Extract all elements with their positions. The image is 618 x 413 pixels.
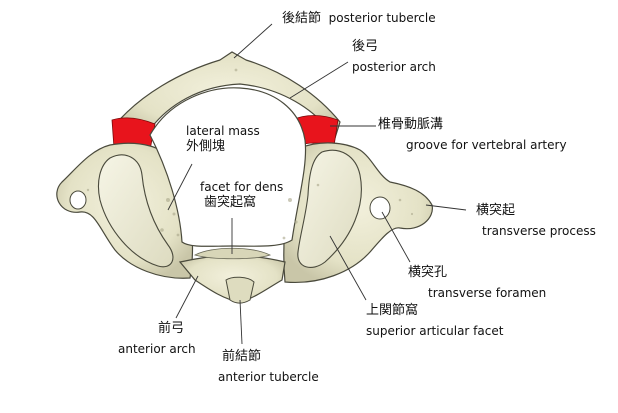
- label-lateral-mass-ja: 外側塊: [186, 139, 226, 154]
- label-anterior-arch-en: anterior arch: [118, 342, 196, 356]
- leader-lines: [167, 23, 467, 345]
- label-anterior-tubercle-ja: 前結節: [222, 349, 262, 364]
- right-superior-articular-facet: [297, 149, 362, 268]
- label-groove-vertebral-artery: 椎骨動脈溝 groove for vertebral artery: [378, 117, 567, 153]
- leader-anterior-tubercle: [239, 299, 243, 345]
- leader-posterior-arch: [289, 61, 349, 99]
- label-groove-en: groove for vertebral artery: [406, 138, 567, 152]
- label-facet-for-dens-ja: 歯突起窩: [204, 195, 257, 210]
- vertebral-foramen: [149, 87, 307, 247]
- label-posterior-tubercle-ja: 後結節: [282, 11, 322, 26]
- label-transverse-foramen-ja: 横突孔: [408, 265, 448, 280]
- leader-lateral-mass: [167, 163, 193, 211]
- label-posterior-arch-en: posterior arch: [352, 60, 436, 74]
- label-transverse-foramen-en: transverse foramen: [428, 286, 547, 300]
- label-transverse-process-en: transverse process: [482, 224, 596, 238]
- label-posterior-tubercle-en: posterior tubercle: [328, 11, 436, 25]
- label-groove-ja: 椎骨動脈溝: [378, 117, 444, 132]
- label-anterior-arch-ja: 前弓: [158, 321, 185, 336]
- label-transverse-foramen: 横突孔 transverse foramen: [408, 265, 547, 301]
- leader-superior-articular-facet: [329, 235, 367, 301]
- right-transverse-foramen: [369, 196, 391, 220]
- label-posterior-arch: 後弓 posterior arch: [352, 39, 436, 75]
- leader-transverse-foramen: [381, 211, 411, 263]
- leader-posterior-tubercle: [233, 23, 273, 59]
- label-posterior-tubercle: 後結節 posterior tubercle: [282, 11, 436, 26]
- label-lateral-mass-en: lateral mass: [186, 124, 260, 138]
- anterior-tubercle-shape: [225, 276, 255, 304]
- leader-anterior-arch: [175, 275, 199, 319]
- label-superior-articular-facet-ja: 上関節窩: [366, 303, 419, 318]
- label-anterior-tubercle: 前結節 anterior tubercle: [218, 349, 319, 385]
- label-transverse-process-ja: 横突起: [476, 203, 516, 218]
- facet-for-dens-shape: [193, 247, 272, 260]
- label-facet-for-dens-en: facet for dens: [200, 180, 284, 194]
- left-transverse-foramen: [69, 190, 87, 210]
- leader-transverse-process: [425, 204, 467, 211]
- label-transverse-process: 横突起 transverse process: [476, 203, 596, 239]
- label-superior-articular-facet-en: superior articular facet: [366, 324, 504, 338]
- label-facet-for-dens: facet for dens 歯突起窩: [200, 180, 283, 210]
- label-posterior-arch-ja: 後弓: [352, 39, 379, 54]
- label-lateral-mass: lateral mass 外側塊: [186, 124, 260, 154]
- left-superior-articular-facet: [97, 154, 174, 268]
- label-anterior-arch: 前弓 anterior arch: [118, 321, 196, 357]
- label-superior-articular-facet: 上関節窩 superior articular facet: [366, 303, 504, 339]
- bone-texture: [86, 68, 414, 240]
- label-anterior-tubercle-en: anterior tubercle: [218, 370, 319, 384]
